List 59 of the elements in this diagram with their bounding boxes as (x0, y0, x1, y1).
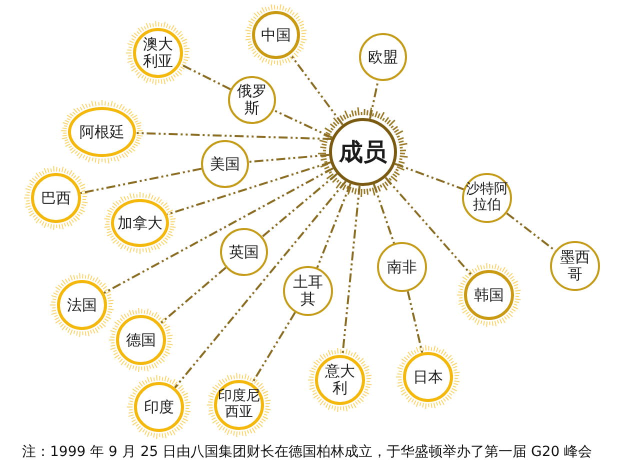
node-label: 英国 (229, 244, 259, 260)
connector-line (159, 266, 226, 325)
connector-line (174, 180, 347, 388)
member-circle (403, 352, 453, 402)
connector-line (394, 162, 464, 190)
node-label: 美国 (210, 156, 240, 172)
connector-line (372, 184, 395, 244)
connector-line (104, 167, 334, 294)
node-label: 俄罗斯 (236, 83, 268, 117)
node-label: 加拿大 (118, 214, 162, 232)
node-label: 印度 (144, 398, 174, 416)
member-circle (57, 280, 107, 330)
node-label: 沙特阿拉伯 (465, 182, 509, 214)
connector-line (136, 132, 332, 140)
node-label: 澳大利亚 (142, 36, 174, 70)
connector-line (342, 186, 361, 356)
connector-line (262, 173, 338, 238)
member-circle (315, 355, 365, 405)
node-label: 成员 (339, 138, 387, 166)
node-label: 意大利 (324, 363, 356, 397)
member-circle (228, 76, 276, 124)
member-circle (464, 270, 514, 320)
footnote-text: 注：1999 年 9 月 25 日由八国集团财长在德国柏林成立，于华盛顿举办了第一届 G20 峰会 (22, 443, 592, 461)
member-circle (134, 382, 184, 432)
node-label: 巴西 (41, 190, 71, 206)
node-label: 印度尼西亚 (217, 389, 261, 421)
member-circle (462, 173, 512, 223)
connector-line (316, 183, 352, 268)
node-label: 欧盟 (368, 48, 398, 66)
connector-line (80, 168, 202, 194)
member-ellipse (111, 199, 169, 247)
member-circle (201, 140, 249, 188)
member-circle (377, 242, 427, 292)
connector-line (406, 291, 424, 353)
member-circle (252, 11, 300, 59)
member-circle (116, 315, 166, 365)
member-circle (214, 380, 264, 430)
node-label: 土耳其 (292, 274, 324, 308)
member-circle (283, 266, 333, 316)
hub-circle (329, 118, 397, 186)
connector-line (506, 212, 556, 252)
node-label: 中国 (261, 26, 291, 44)
node-label: 墨西哥 (559, 249, 591, 283)
node-label: 阿根廷 (80, 124, 124, 140)
node-label: 德国 (126, 332, 156, 348)
member-circle (359, 33, 407, 81)
connector-line (273, 109, 333, 138)
member-circle (31, 173, 81, 223)
connector-line (384, 176, 474, 277)
node-label: 南非 (387, 258, 417, 276)
member-circle (550, 241, 600, 291)
node-label: 法国 (67, 296, 97, 314)
connector-line (248, 154, 330, 163)
node-label: 日本 (413, 368, 443, 386)
member-circle (133, 28, 183, 78)
member-circle (220, 228, 268, 276)
node-label: 韩国 (474, 286, 504, 304)
member-ellipse (68, 107, 136, 157)
connector-line (290, 54, 344, 126)
